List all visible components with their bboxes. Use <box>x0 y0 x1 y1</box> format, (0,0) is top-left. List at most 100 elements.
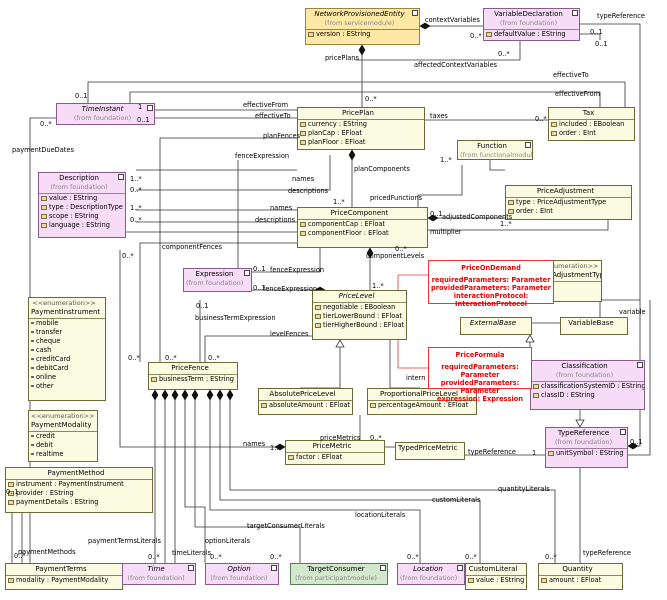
class-attribute: classificationSystemID : EString <box>531 382 644 391</box>
multiplicity: 1 <box>532 449 537 457</box>
class-typed-price-metric[interactable]: TypedPriceMetric <box>395 442 465 460</box>
class-name: PaymentTerms <box>35 565 87 573</box>
class-price-level[interactable]: PriceLevel negotiable : EBoolean tierLow… <box>312 290 407 340</box>
attribute-icon <box>508 199 514 205</box>
class-custom-literal[interactable]: CustomLiteral value : EString <box>465 563 527 590</box>
multiplicity: 0..* <box>165 354 177 362</box>
label-component-fences: componentFences <box>162 243 223 251</box>
label-taxes: taxes <box>430 112 448 120</box>
class-package: (from foundation) <box>555 371 614 379</box>
literal-icon <box>31 322 34 324</box>
note-price-on-demand[interactable]: PriceOnDemand requiredParameters: Parame… <box>428 260 554 308</box>
class-name: PriceComponent <box>330 209 389 217</box>
class-payment-terms[interactable]: PaymentTerms modality : PaymentModality <box>5 563 123 590</box>
enum-payment-modality[interactable]: <<enumeration>>PaymentModality credit de… <box>28 410 98 462</box>
attribute-icon <box>300 230 306 236</box>
class-attribute: value : EString <box>39 194 125 203</box>
abstract-icon <box>457 565 463 571</box>
class-price-plan[interactable]: PricePlan currency : EString planCap : E… <box>297 107 425 150</box>
label-payment-terms-literals: paymentTermsLiterals <box>88 537 161 545</box>
literal-icon <box>31 340 34 342</box>
multiplicity: 0..* <box>370 434 382 442</box>
class-price-fence[interactable]: PriceFence businessTerm : EString <box>148 362 238 390</box>
enum-payment-instrument[interactable]: <<enumeration>>PaymentInstrument mobile … <box>28 297 106 401</box>
class-network-provisioned-entity[interactable]: NetworkProvisionedEntity(from servicemod… <box>305 8 420 45</box>
class-price-adjustment[interactable]: PriceAdjustment type : PriceAdjustmentTy… <box>505 185 632 220</box>
label-type-reference: typeReference <box>597 12 645 20</box>
class-option[interactable]: Option(from foundation) <box>205 563 279 585</box>
class-classification[interactable]: Classification(from foundation) classifi… <box>530 360 645 410</box>
class-price-metric[interactable]: PriceMetric factor : EFloat <box>285 440 385 465</box>
class-package: (from foundation) <box>554 438 613 446</box>
class-name: PaymentInstrument <box>31 308 101 316</box>
class-expression[interactable]: Expression(from foundation) <box>183 268 252 292</box>
multiplicity: 0..1 <box>590 28 603 36</box>
class-type-reference[interactable]: TypeReference(from foundation) unitSymbo… <box>545 427 628 468</box>
class-quantity[interactable]: Quantity amount : EFloat <box>538 563 623 590</box>
label-names-2: names <box>270 204 293 212</box>
literal-icon <box>31 331 34 333</box>
abstract-icon <box>637 362 643 368</box>
class-name: Tax <box>582 109 595 117</box>
attribute-icon <box>308 31 314 37</box>
class-attribute: version : EString <box>306 30 419 39</box>
note-line: providedParameters: Parameter <box>431 284 551 292</box>
label-quantity-literals: quantityLiterals <box>498 485 550 493</box>
class-name: PricePlan <box>342 109 374 117</box>
class-name: TypeReference <box>557 429 610 437</box>
class-target-consumer[interactable]: TargetConsumer(from participantmodule) <box>290 563 388 585</box>
class-package: (from functionalmodule) <box>460 151 533 159</box>
enum-literal: debitCard <box>29 364 105 373</box>
class-absolute-price-level[interactable]: AbsolutePriceLevel absoluteAmount : EFlo… <box>258 388 353 415</box>
multiplicity: 0..* <box>470 32 482 40</box>
class-variable-base[interactable]: VariableBase <box>560 317 628 335</box>
multiplicity: 0..* <box>148 553 160 561</box>
attribute-icon <box>315 304 321 310</box>
label-names: names <box>292 175 315 183</box>
class-time-instant[interactable]: TimeInstant(from foundation) <box>56 103 155 125</box>
attribute-icon <box>551 130 557 136</box>
class-name: TargetConsumer <box>307 565 365 573</box>
label-adjusted-components: adjustedComponents <box>442 213 513 221</box>
multiplicity: 0..1 <box>253 284 266 292</box>
class-external-base[interactable]: ExternalBase <box>460 317 532 335</box>
multiplicity: 0..* <box>365 95 377 103</box>
label-custom-literals: customLiterals <box>432 496 481 504</box>
multiplicity: 0..1 <box>630 438 643 446</box>
class-description[interactable]: Description(from foundation) value : ESt… <box>38 172 126 238</box>
multiplicity: 0..* <box>465 553 477 561</box>
literal-icon <box>31 358 34 360</box>
class-function[interactable]: Function(from functionalmodule) <box>457 140 533 160</box>
label-plan-components: planComponents <box>354 165 410 173</box>
class-name: ExternalBase <box>469 319 517 327</box>
class-name: TimeInstant <box>81 105 124 113</box>
class-price-component[interactable]: PriceComponent componentCap : EFloat com… <box>297 207 428 248</box>
class-proportional-price-level[interactable]: ProportionalPriceLevel percentageAmount … <box>367 388 477 415</box>
class-location[interactable]: Location(from foundation) <box>397 563 465 585</box>
class-package: (from servicemodule) <box>324 19 395 27</box>
class-name: Quantity <box>562 565 593 573</box>
class-attribute: absoluteAmount : EFloat <box>259 401 352 410</box>
class-name: Option <box>227 565 251 573</box>
class-payment-method[interactable]: PaymentMethod instrument : PaymentInstru… <box>5 467 153 513</box>
class-name: Description <box>59 174 99 182</box>
class-attribute: planCap : EFloat <box>298 129 424 138</box>
multiplicity: 0..1 <box>137 116 150 124</box>
class-name: PaymentMethod <box>47 469 105 477</box>
multiplicity: 0..1 <box>595 40 608 48</box>
class-name: CustomLiteral <box>468 565 518 573</box>
multiplicity: 1..* <box>500 220 512 228</box>
class-tax[interactable]: Tax included : EBoolean order : EInt <box>548 107 635 141</box>
class-attribute: paymentDetails : EString <box>6 498 152 507</box>
class-name: NetworkProvisionedEntity <box>314 10 405 18</box>
class-attribute: businessTerm : EString <box>149 375 237 384</box>
class-attribute: planFloor : EFloat <box>298 138 424 147</box>
class-attribute: tierLowerBound : EFloat <box>313 312 406 321</box>
literal-icon <box>31 453 34 455</box>
label-intern: intern <box>406 374 426 382</box>
enum-literal: credit <box>29 432 97 441</box>
class-time[interactable]: Time(from foundation) <box>122 563 196 585</box>
class-variable-declaration[interactable]: VariableDeclaration(from foundation) def… <box>483 8 580 41</box>
note-price-formula[interactable]: PriceFormula requiredParameters: Paramet… <box>428 347 532 403</box>
literal-icon <box>31 376 34 378</box>
